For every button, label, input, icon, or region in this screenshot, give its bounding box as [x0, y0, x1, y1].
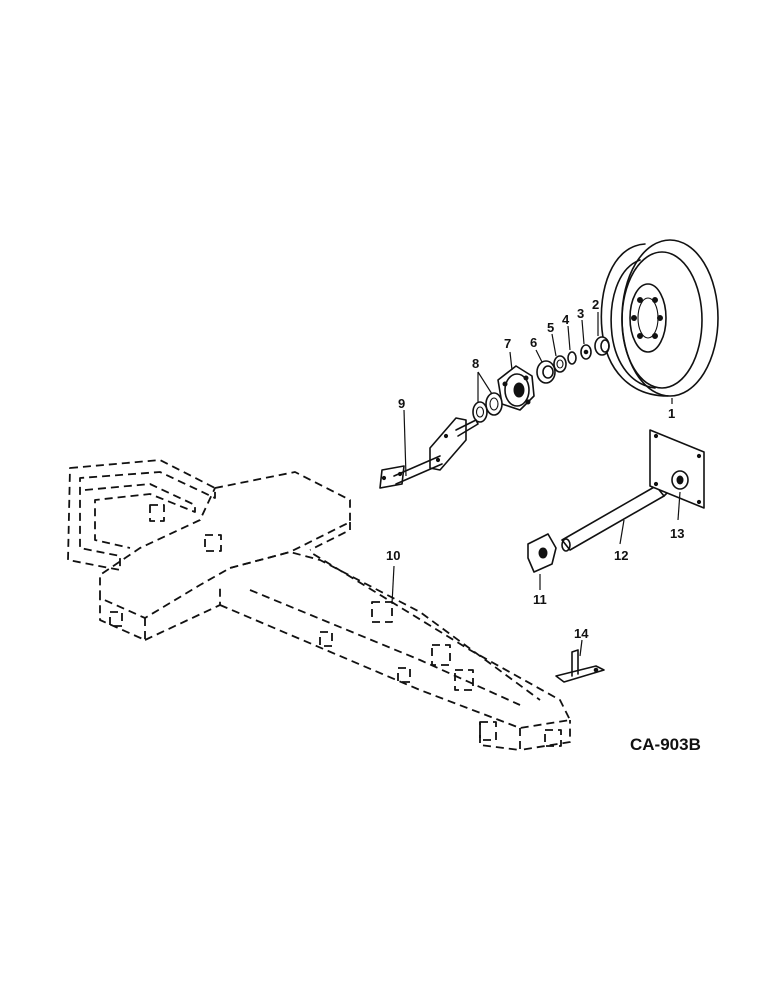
bearing-cone-part	[536, 360, 556, 384]
callout-7: 7	[504, 336, 511, 351]
spindle-assembly	[379, 417, 479, 489]
callout-14: 14	[574, 626, 589, 641]
callout-3: 3	[577, 306, 584, 321]
wheel-rim	[600, 239, 719, 397]
cotter-pin-part	[567, 351, 577, 365]
callout-9: 9	[398, 396, 405, 411]
wheel-hub	[497, 365, 535, 411]
callout-13: 13	[670, 526, 684, 541]
axle-tube	[561, 481, 671, 552]
axle-bracket	[527, 533, 557, 573]
bearing-cups	[472, 392, 503, 423]
cap-part	[594, 336, 610, 356]
drawing-code: CA-903B	[630, 735, 701, 754]
callout-6: 6	[530, 335, 537, 350]
nut-part	[553, 355, 567, 373]
callout-4: 4	[562, 312, 570, 327]
callout-12: 12	[614, 548, 628, 563]
callout-1: 1	[668, 406, 675, 421]
callout-10: 10	[386, 548, 400, 563]
callout-11: 11	[533, 592, 547, 607]
washer-part	[580, 344, 592, 360]
callout-5: 5	[547, 320, 554, 335]
frame-outline	[67, 459, 571, 751]
callout-8: 8	[472, 356, 479, 371]
lock-pin	[555, 649, 605, 683]
leader-lines	[391, 312, 681, 657]
mounting-plate	[649, 429, 705, 509]
callout-2: 2	[592, 297, 599, 312]
